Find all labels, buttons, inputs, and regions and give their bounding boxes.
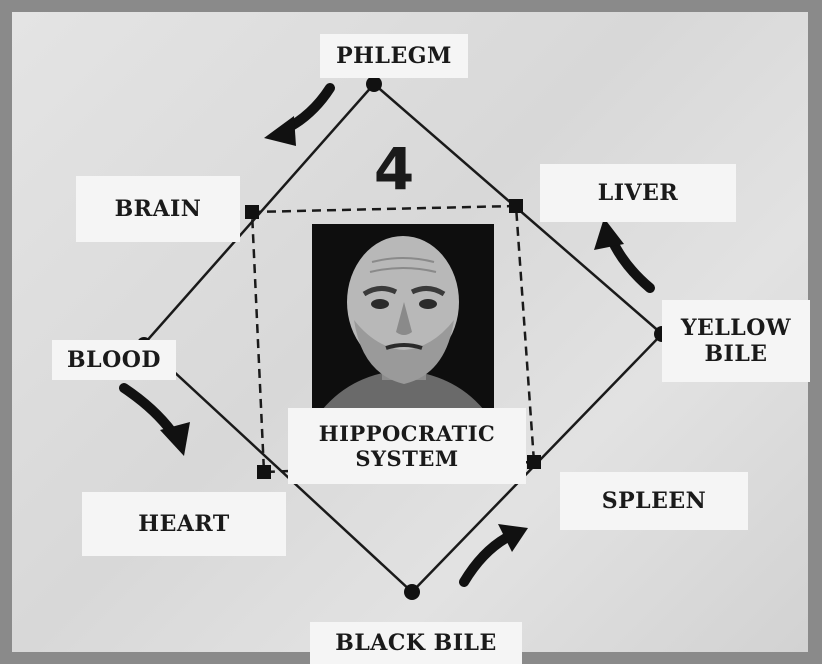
label-liver: LIVER xyxy=(540,164,736,222)
node-phlegm xyxy=(366,76,382,92)
label-system-line2: SYSTEM xyxy=(355,446,458,471)
label-blood: BLOOD xyxy=(52,340,176,380)
label-yellow-bile-line2: BILE xyxy=(704,341,767,367)
label-phlegm: PHLEGM xyxy=(320,34,468,78)
label-heart: HEART xyxy=(82,492,286,556)
node-spleen xyxy=(527,455,541,469)
node-heart xyxy=(257,465,271,479)
label-brain: BRAIN xyxy=(76,176,240,242)
label-hippocratic-system: HIPPOCRATIC SYSTEM xyxy=(288,408,526,484)
label-yellow-bile: YELLOW BILE xyxy=(662,300,810,382)
arrow-icon-left xyxy=(124,388,190,456)
node-brain xyxy=(245,205,259,219)
diagram-number: 4 xyxy=(364,134,424,204)
label-black-bile: BLACK BILE xyxy=(310,622,522,664)
node-liver xyxy=(509,199,523,213)
label-spleen: SPLEEN xyxy=(560,472,748,530)
node-black-bile xyxy=(404,584,420,600)
arrow-icon-bottom xyxy=(464,524,528,582)
bust-portrait-icon xyxy=(312,224,494,410)
label-yellow-bile-line1: YELLOW xyxy=(681,315,791,341)
arrow-icon-top-left xyxy=(264,88,330,146)
diagram-board: 4 PHLEGM BRAIN LIVER xyxy=(12,12,808,652)
arrow-icon-right xyxy=(594,218,650,288)
label-system-line1: HIPPOCRATIC xyxy=(319,421,496,446)
